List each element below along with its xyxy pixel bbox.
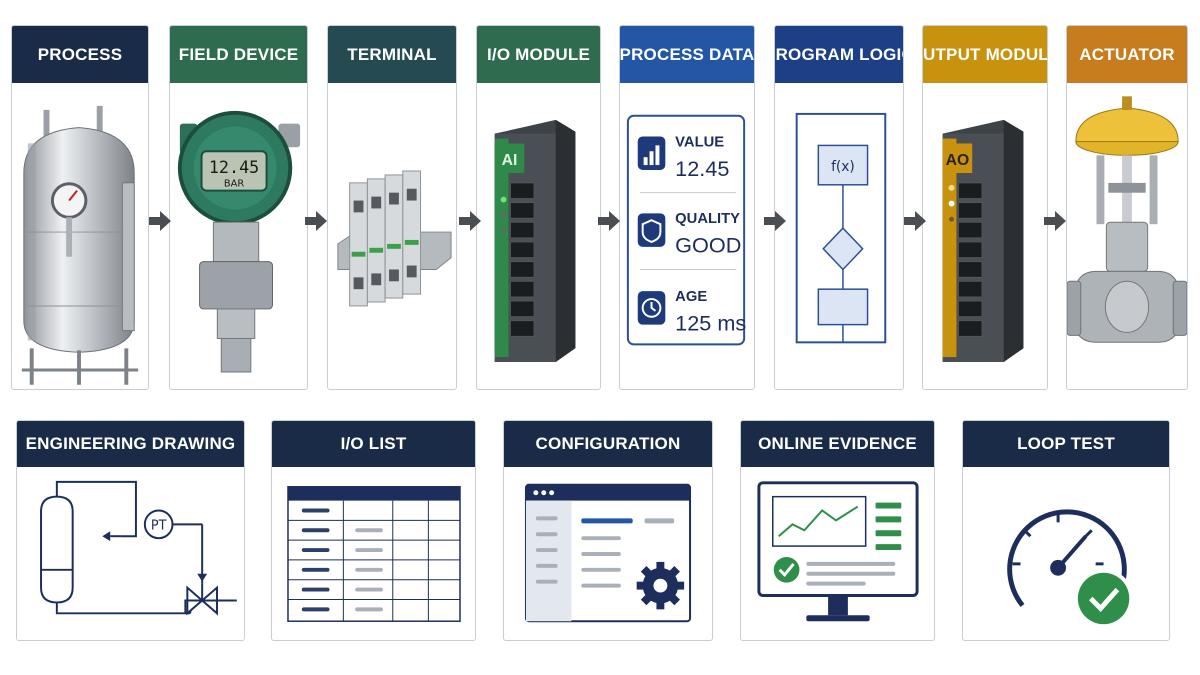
analog-output-module-icon: AO — [923, 83, 1047, 389]
display-unit: BAR — [224, 179, 244, 190]
card-output-module: OUTPUT MODULE AO — [922, 25, 1048, 390]
display-value: 12.45 — [209, 157, 259, 177]
pressure-vessel-icon — [12, 83, 148, 389]
card-title: ENGINEERING DRAWING — [17, 421, 244, 467]
card-title: I/O MODULE — [477, 26, 600, 83]
card-title: LOOP TEST — [963, 421, 1169, 467]
value-label: VALUE — [675, 134, 724, 150]
bar-chart-icon — [637, 136, 666, 170]
card-process: PROCESS — [11, 25, 149, 390]
card-title: FIELD DEVICE — [170, 26, 307, 83]
shield-icon — [637, 213, 666, 247]
card-engineering-drawing: ENGINEERING DRAWING PT — [16, 420, 245, 641]
card-online-evidence: ONLINE EVIDENCE — [740, 420, 935, 641]
monitor-icon — [741, 467, 934, 640]
quality-status: GOOD — [675, 233, 741, 258]
card-title: PROCESS — [12, 26, 148, 83]
card-actuator: ACTUATOR — [1066, 25, 1188, 390]
function-block-label: f(x) — [831, 159, 855, 175]
card-process-data: PROCESS DATA VALUE 12.45 QUALITY GOOD — [619, 25, 755, 390]
flow-arrow-icon — [305, 211, 327, 231]
card-terminal: TERMINAL — [327, 25, 457, 390]
age-label: AGE — [675, 289, 707, 305]
flow-arrow-icon — [764, 211, 786, 231]
flow-arrow-icon — [459, 211, 481, 231]
quality-label: QUALITY — [675, 211, 740, 227]
card-loop-test: LOOP TEST — [962, 420, 1170, 641]
card-title: PROGRAM LOGIC — [775, 26, 903, 83]
value-reading: 12.45 — [675, 156, 729, 181]
card-io-module: I/O MODULE AI — [476, 25, 601, 390]
terminal-block-icon — [328, 83, 456, 389]
gauge-icon — [963, 467, 1169, 640]
config-window-icon — [504, 467, 712, 640]
card-configuration: CONFIGURATION — [503, 420, 713, 641]
card-title: PROCESS DATA — [620, 26, 754, 83]
card-field-device: FIELD DEVICE 12.45 BAR — [169, 25, 308, 390]
analog-input-module-icon: AI — [477, 83, 600, 389]
table-icon — [272, 467, 475, 640]
module-badge: AI — [502, 152, 518, 169]
flow-arrow-icon — [1044, 211, 1066, 231]
card-title: OUTPUT MODULE — [923, 26, 1047, 83]
control-valve-icon — [1067, 83, 1187, 389]
gear-icon — [636, 561, 685, 610]
flow-arrow-icon — [904, 211, 926, 231]
module-badge: AO — [946, 152, 970, 169]
card-title: ONLINE EVIDENCE — [741, 421, 934, 467]
pressure-transmitter-icon: 12.45 BAR — [170, 83, 307, 389]
card-program-logic: PROGRAM LOGIC f(x) — [774, 25, 904, 390]
logic-flowchart: f(x) — [775, 83, 903, 389]
card-title: TERMINAL — [328, 26, 456, 83]
age-value: 125 ms — [675, 311, 746, 336]
instrument-tag: PT — [151, 518, 167, 533]
card-title: CONFIGURATION — [504, 421, 712, 467]
process-data-panel: VALUE 12.45 QUALITY GOOD AGE 125 ms — [620, 83, 754, 389]
check-circle-icon — [1073, 568, 1134, 629]
flow-arrow-icon — [149, 211, 171, 231]
card-title: I/O LIST — [272, 421, 475, 467]
card-title: ACTUATOR — [1067, 26, 1187, 83]
card-io-list: I/O LIST — [271, 420, 476, 641]
clock-icon — [637, 291, 666, 325]
pid-drawing-icon: PT — [17, 467, 244, 640]
check-circle-icon — [773, 556, 800, 583]
flow-arrow-icon — [598, 211, 620, 231]
